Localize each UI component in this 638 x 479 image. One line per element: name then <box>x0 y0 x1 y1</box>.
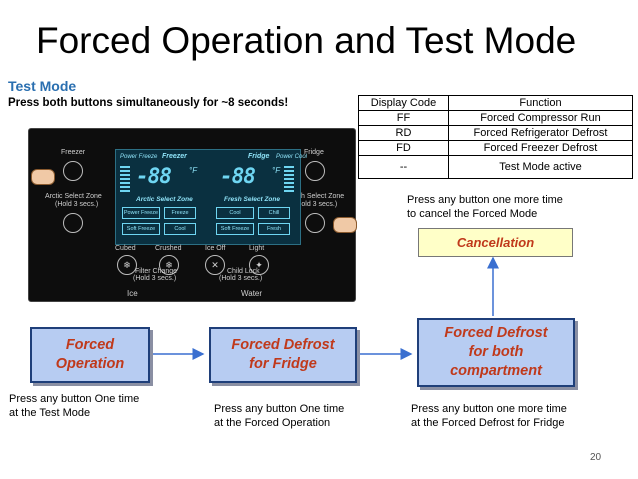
cool-mode-right: Cool <box>216 207 254 219</box>
filter-change-label: Filter Change <box>135 268 178 275</box>
child-hold-label: (Hold 3 secs.) <box>219 275 263 282</box>
filter-hold-label: (Hold 3 secs.) <box>133 275 177 282</box>
table-cell: Forced Refrigerator Defrost <box>448 125 633 141</box>
arctic-select-button[interactable] <box>63 213 83 233</box>
freezer-unit: °F <box>189 166 198 175</box>
fresh-select-heading: Fresh Select Zone <box>224 196 280 203</box>
forced-defrost-both-box: Forced Defrost for both compartment <box>417 318 575 387</box>
light-label: Light <box>249 245 265 252</box>
cancellation-box: Cancellation <box>418 228 573 257</box>
forced-defrost-fridge-box: Forced Defrost for Fridge <box>209 327 357 383</box>
fridge-unit: °F <box>272 166 281 175</box>
child-lock-label: Child Lock <box>227 268 260 275</box>
forced-operation-box: Forced Operation <box>30 327 150 383</box>
freezer-button[interactable] <box>63 161 83 181</box>
page-title: Forced Operation and Test Mode <box>36 20 577 61</box>
table-cell: Forced Freezer Defrost <box>448 140 633 156</box>
cubed-ice-button[interactable]: ❄ <box>117 255 137 275</box>
column-header: Display Code <box>358 95 449 111</box>
caption-line: at the Forced Operation <box>214 417 331 429</box>
arctic-select-heading: Arctic Select Zone <box>136 196 193 203</box>
arctic-zone-label: Arctic Select Zone <box>45 193 102 200</box>
caption-line: at the Test Mode <box>9 407 91 419</box>
ice-off-label: Ice Off <box>205 245 226 252</box>
box-line: Forced <box>65 337 115 353</box>
chill-mode: Chill <box>258 207 290 219</box>
instruction-text: Press both buttons simultaneously for ~8… <box>8 97 289 109</box>
pointing-hand-icon <box>31 169 55 185</box>
lcd-display: Power Freeze Freezer Fridge Power Cool -… <box>115 149 307 245</box>
fresh-select-button[interactable] <box>305 213 325 233</box>
page-number: 20 <box>590 452 602 463</box>
soft-freeze-mode-right: Soft Freeze <box>216 223 254 235</box>
ice-off-button[interactable]: ✕ <box>205 255 225 275</box>
lcd-power-freeze-indicator: Power Freeze <box>120 154 158 160</box>
table-cell: FD <box>358 140 449 156</box>
freezer-temp-digits: -88 <box>136 164 172 188</box>
pointing-hand-icon <box>333 217 357 233</box>
cancel-caption: Press any button one more time to cancel… <box>407 193 563 221</box>
cubed-label: Cubed <box>115 245 136 252</box>
fresh-zone-label: Fresh Select Zone <box>287 193 345 200</box>
fridge-level-bars <box>284 166 294 194</box>
box-line: compartment <box>450 363 542 379</box>
fridge-temp-digits: -88 <box>220 164 256 188</box>
fresh-mode: Fresh <box>258 223 290 235</box>
arctic-hold-label: (Hold 3 secs.) <box>55 201 99 208</box>
box-line: for both <box>468 344 524 360</box>
fridge-label: Fridge <box>304 149 324 156</box>
table-row: RD Forced Refrigerator Defrost <box>358 125 633 141</box>
caption-line: Press any button One time <box>9 393 140 405</box>
freezer-label: Freezer <box>61 149 86 156</box>
box-line: Operation <box>55 356 125 372</box>
table-row: FD Forced Freezer Defrost <box>358 140 633 156</box>
lcd-power-cool-indicator: Power Cool <box>276 154 308 160</box>
display-code-table: Display Code Function FF Forced Compress… <box>358 95 633 179</box>
caption-line: Press any button one more time <box>411 403 567 415</box>
freezer-level-bars <box>120 166 130 194</box>
section-subtitle: Test Mode <box>8 78 77 94</box>
ice-section-label: Ice <box>127 289 138 298</box>
caption-line: Press any button One time <box>214 403 345 415</box>
caption-line: Press any button one more time <box>407 194 563 206</box>
crushed-ice-button[interactable]: ❄ <box>159 255 179 275</box>
lcd-fridge-label: Fridge <box>248 153 270 160</box>
fridge-button[interactable] <box>305 161 325 181</box>
water-section-label: Water <box>241 289 263 298</box>
caption-forced-operation: Press any button One time at the Forced … <box>214 402 344 430</box>
table-row: -- Test Mode active <box>358 155 633 179</box>
lcd-freezer-label: Freezer <box>162 153 187 160</box>
caption-forced-defrost-fridge: Press any button one more time at the Fo… <box>411 402 567 430</box>
caption-line: at the Forced Defrost for Fridge <box>411 417 565 429</box>
light-button[interactable]: ✦ <box>249 255 269 275</box>
crushed-label: Crushed <box>155 245 182 252</box>
caption-test-mode: Press any button One time at the Test Mo… <box>9 392 139 420</box>
table-header-row: Display Code Function <box>358 95 633 111</box>
fresh-hold-label: (Hold 3 secs.) <box>294 201 338 208</box>
box-line: Forced Defrost <box>231 337 335 353</box>
box-line: Forced Defrost <box>444 325 548 341</box>
control-panel: Freezer Fridge Arctic Select Zone (Hold … <box>28 128 357 302</box>
column-header: Function <box>448 95 633 111</box>
freeze-mode: Freeze <box>164 207 196 219</box>
box-line: for Fridge <box>249 356 317 372</box>
cool-mode-left: Cool <box>164 223 196 235</box>
table-cell: Test Mode active <box>448 155 633 179</box>
caption-line: to cancel the Forced Mode <box>407 208 538 220</box>
power-freeze-mode: Power Freeze <box>122 207 160 219</box>
soft-freeze-mode-left: Soft Freeze <box>122 223 160 235</box>
